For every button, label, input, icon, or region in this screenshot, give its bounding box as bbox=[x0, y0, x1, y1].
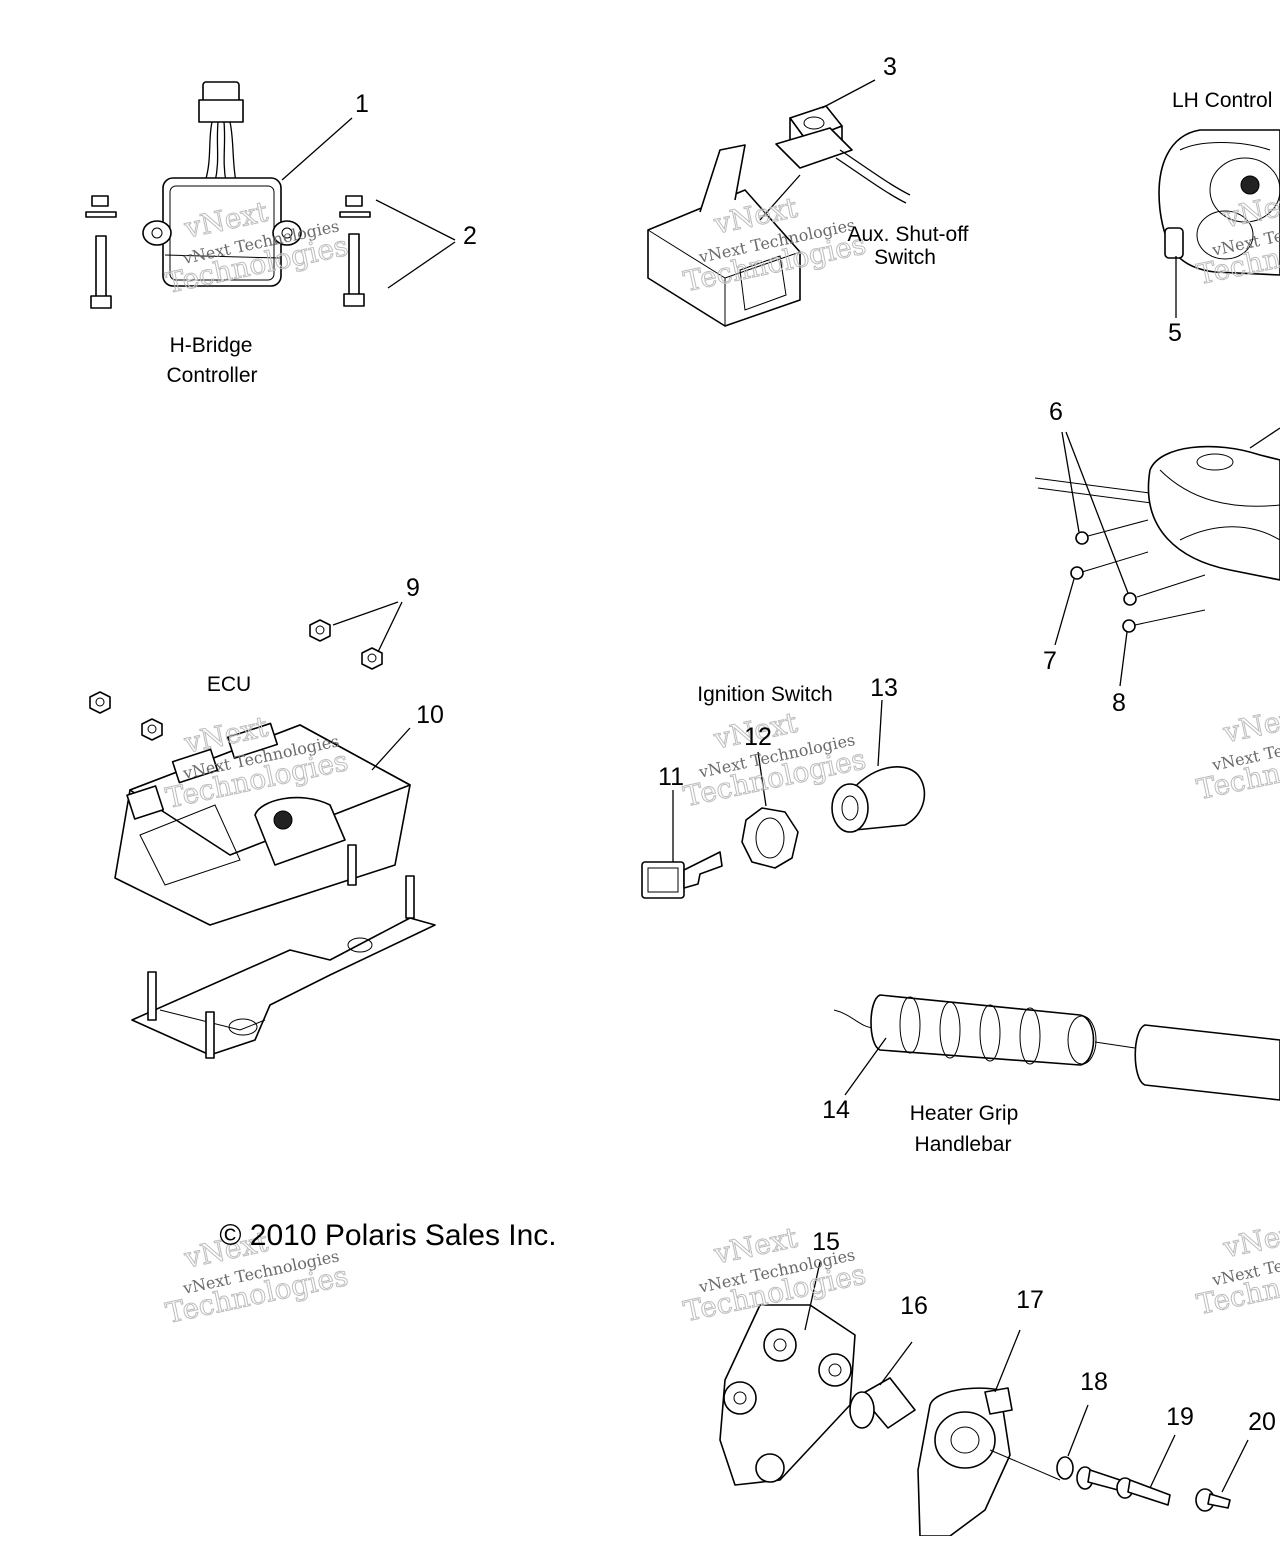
h-bridge-label-line2: Controller bbox=[166, 364, 257, 387]
callout-5: 5 bbox=[1168, 319, 1182, 347]
handlebar-housing-drawing bbox=[1034, 427, 1280, 687]
callout-1: 1 bbox=[355, 90, 369, 118]
throttle-assembly-drawing bbox=[719, 1261, 1249, 1537]
callout-9: 9 bbox=[406, 574, 420, 602]
callout-16: 16 bbox=[900, 1292, 928, 1320]
lh-control-drawing bbox=[1158, 129, 1280, 318]
callout-7: 7 bbox=[1043, 647, 1057, 675]
callout-6: 6 bbox=[1049, 398, 1063, 426]
callout-13: 13 bbox=[870, 674, 898, 702]
copyright-notice: © 2010 Polaris Sales Inc. bbox=[219, 1219, 556, 1252]
callout-numbers: 1 2 3 5 6 7 8 9 10 11 12 13 14 15 16 17 … bbox=[355, 53, 1276, 1436]
callout-18: 18 bbox=[1080, 1368, 1108, 1396]
h-bridge-label-line1: H-Bridge bbox=[170, 334, 253, 357]
aux-switch-label-line2: Switch bbox=[874, 246, 936, 269]
callout-14: 14 bbox=[822, 1096, 850, 1124]
callout-19: 19 bbox=[1166, 1403, 1194, 1431]
callout-8: 8 bbox=[1112, 689, 1126, 717]
callout-3: 3 bbox=[883, 53, 897, 81]
aux-shutoff-switch-drawing bbox=[647, 79, 911, 327]
callout-11: 11 bbox=[658, 763, 684, 791]
section-labels: H-Bridge Controller Aux. Shut-off Switch… bbox=[166, 89, 1272, 1252]
heater-grip-label-line2: Handlebar bbox=[915, 1133, 1012, 1156]
ecu-label: ECU bbox=[207, 673, 251, 696]
lh-control-label: LH Control bbox=[1172, 89, 1272, 112]
callout-10: 10 bbox=[416, 701, 444, 729]
ecu-drawing bbox=[89, 601, 436, 1059]
callout-2: 2 bbox=[463, 222, 477, 250]
watermark-outline-top: vNext bbox=[1220, 699, 1280, 749]
callout-17: 17 bbox=[1016, 1286, 1044, 1314]
h-bridge-controller-drawing bbox=[85, 81, 456, 309]
watermark-outline-top: vNext bbox=[1220, 1214, 1280, 1264]
watermarks: vNext vNext Technologies Technologies vN… bbox=[162, 184, 1280, 1330]
heater-grip-drawing bbox=[833, 994, 1280, 1101]
callout-12: 12 bbox=[744, 723, 772, 751]
heater-grip-label-line1: Heater Grip bbox=[910, 1102, 1019, 1125]
callout-15: 15 bbox=[812, 1228, 840, 1256]
callout-20: 20 bbox=[1248, 1408, 1276, 1436]
ignition-switch-drawing bbox=[641, 699, 926, 899]
aux-switch-label-line1: Aux. Shut-off bbox=[847, 223, 968, 246]
ignition-switch-label: Ignition Switch bbox=[697, 683, 832, 706]
